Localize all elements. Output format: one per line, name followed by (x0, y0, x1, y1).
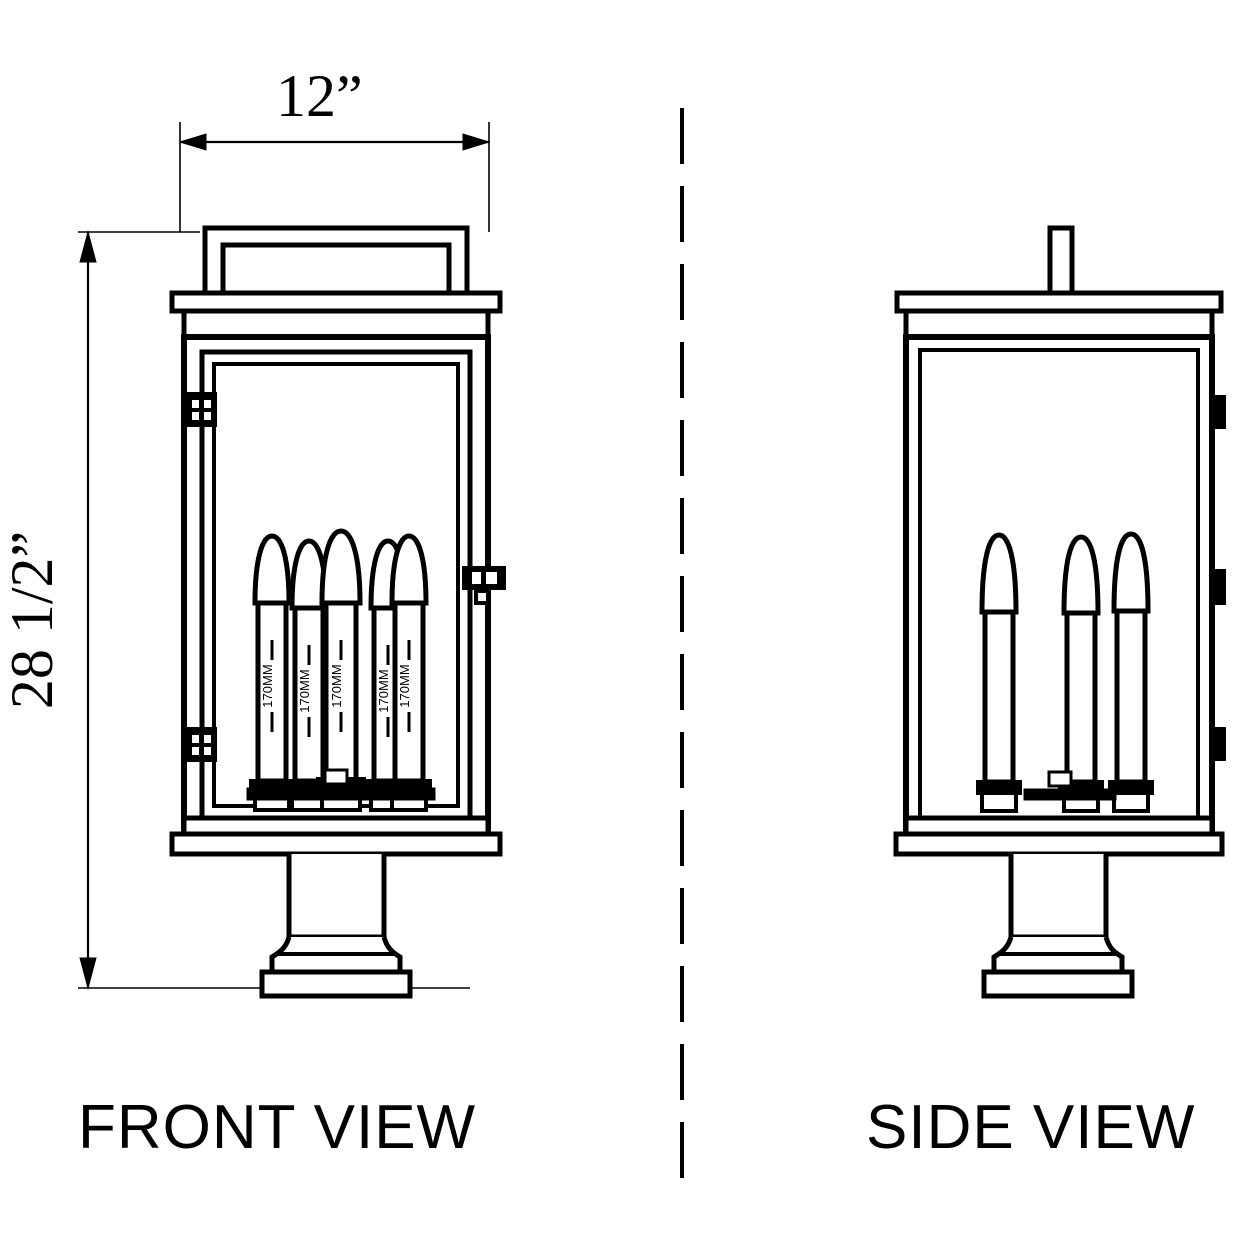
candle-label-4: 170MM (376, 669, 391, 712)
front-view-caption: FRONT VIEW (78, 1093, 477, 1162)
front-center-socket-block (323, 768, 349, 786)
front-candle-set (246, 528, 436, 812)
height-arrow-bottom (79, 957, 97, 990)
side-candle-2 (1058, 534, 1104, 813)
front-socket-rail (246, 787, 436, 801)
side-bottom-plates (893, 815, 1225, 857)
side-edge-tabs (1211, 395, 1226, 761)
front-candle-labels (270, 640, 411, 737)
candle-label-1: 170MM (260, 664, 275, 707)
candle-label-3: 170MM (329, 664, 344, 707)
side-view-caption: SIDE VIEW (866, 1093, 1196, 1162)
front-pedestal (259, 854, 413, 999)
side-top-post (1047, 225, 1075, 297)
side-candle-3 (1108, 531, 1154, 813)
side-center-socket-block (1047, 770, 1073, 788)
side-socket-rail (1023, 788, 1117, 801)
height-arrow-top (79, 230, 97, 263)
front-hinge-lower (183, 727, 217, 762)
front-door-latch (462, 566, 506, 605)
side-top-cap (894, 290, 1224, 340)
candle-label-2: 170MM (297, 669, 312, 712)
side-pedestal (981, 854, 1135, 999)
width-arrow-right (462, 133, 491, 151)
side-candle-1 (976, 532, 1022, 813)
front-hinge-upper (183, 392, 217, 427)
candle-label-5: 170MM (397, 664, 412, 707)
width-dimension-label: 12” (276, 63, 363, 129)
front-view-group: 170MM 170MM 170MM 170MM 170MM (169, 225, 506, 999)
dimension-annotations (78, 122, 491, 990)
front-top-cap (169, 290, 503, 340)
side-view-group (893, 225, 1226, 999)
width-arrow-left (178, 133, 207, 151)
height-dimension-label: 28 1/2” (0, 530, 65, 710)
front-bottom-plates (169, 815, 503, 857)
front-candle-label-text: 170MM 170MM 170MM 170MM 170MM (260, 664, 412, 712)
side-candle-set (976, 531, 1154, 813)
